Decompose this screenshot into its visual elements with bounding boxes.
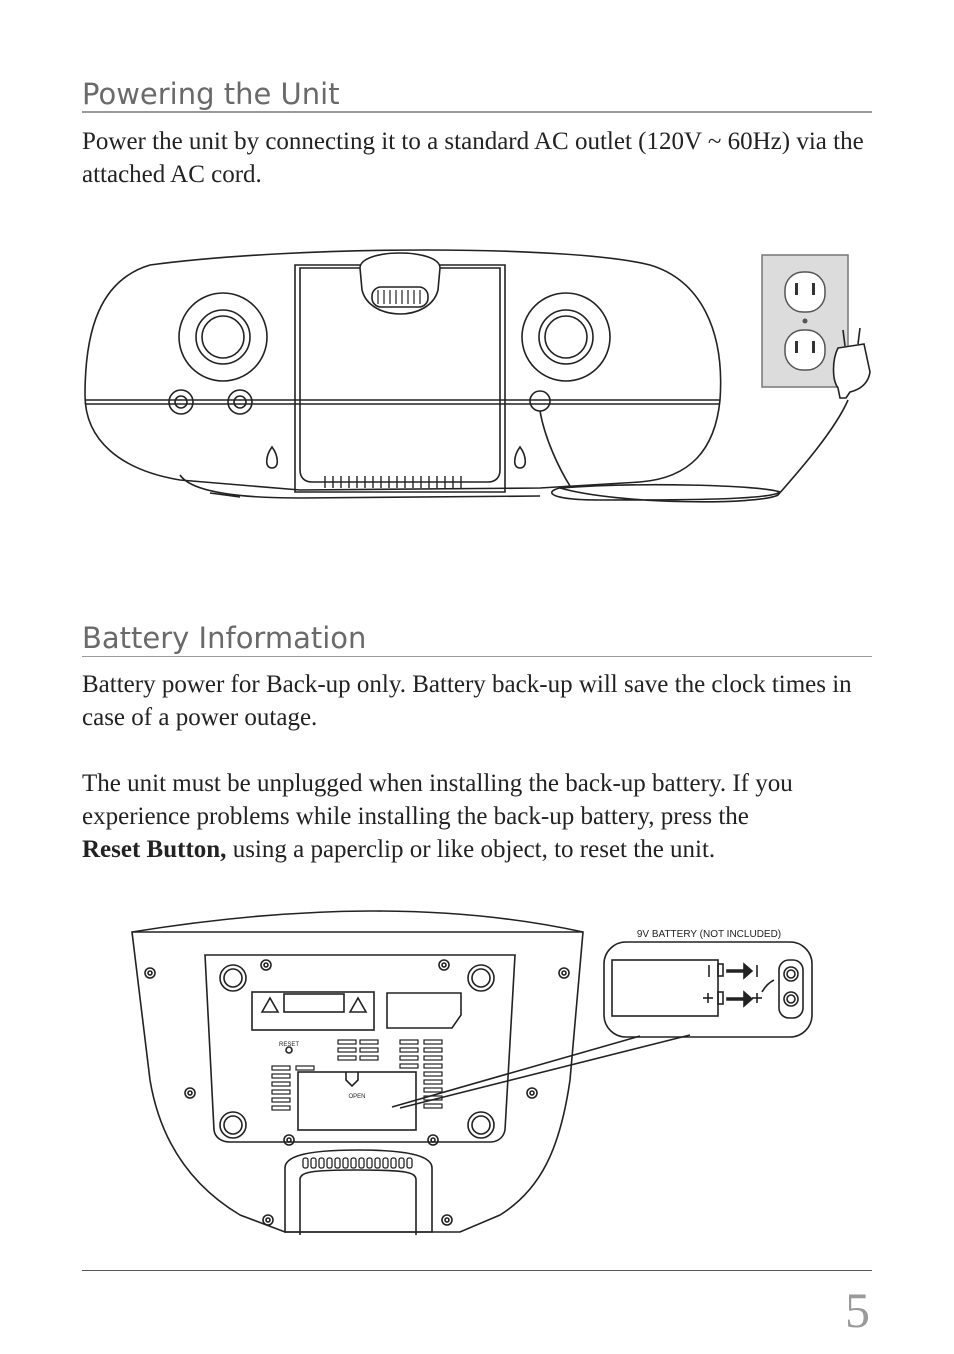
section-title-battery: Battery Information bbox=[82, 621, 367, 655]
reset-label: RESET bbox=[279, 1042, 299, 1048]
section-divider bbox=[82, 111, 872, 113]
battery-compartment-illustration: RESET OPEN 9V BATTERY (NOT INCLUDED) bbox=[131, 910, 813, 1235]
page-number: 5 bbox=[845, 1282, 870, 1338]
battery-paragraph-2-text: The unit must be unplugged when installi… bbox=[82, 770, 793, 830]
battery-paragraph-2-end: using a paperclip or like object, to res… bbox=[232, 836, 716, 863]
battery-callout-label: 9V BATTERY (NOT INCLUDED) bbox=[637, 929, 781, 940]
reset-button-term: Reset Button, bbox=[82, 836, 227, 863]
battery-paragraph-1: Battery power for Back-up only. Battery … bbox=[82, 671, 852, 731]
ac-connection-illustration bbox=[84, 249, 871, 503]
powering-paragraph: Power the unit by connecting it to a sta… bbox=[82, 128, 864, 188]
section-divider bbox=[82, 656, 872, 657]
footer-divider bbox=[82, 1270, 872, 1271]
open-label: OPEN bbox=[348, 1094, 365, 1100]
battery-paragraph-2: The unit must be unplugged when installi… bbox=[82, 767, 882, 866]
section-title-powering: Powering the Unit bbox=[82, 77, 340, 111]
